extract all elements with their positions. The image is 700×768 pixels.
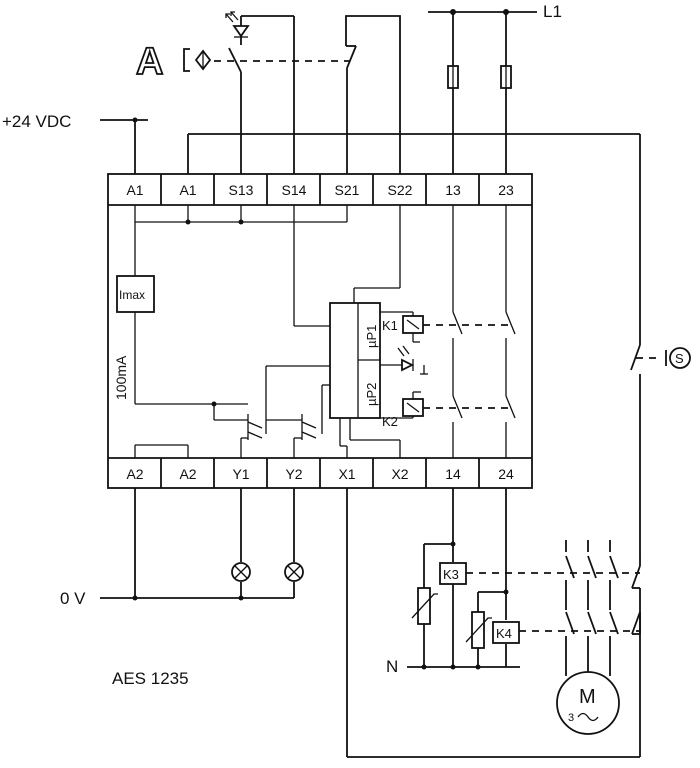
uP2-label: µP2 (364, 383, 379, 406)
terminal-bottom-x1: X1 (338, 466, 355, 482)
k3-label: K3 (443, 567, 459, 582)
terminal-bottom-x2: X2 (391, 466, 408, 482)
transistor-icon (266, 414, 317, 440)
neutral-label: N (386, 657, 398, 676)
top-terminal-dividers (160, 174, 480, 205)
line-l1-label: L1 (543, 2, 562, 21)
start-label: S (675, 351, 684, 366)
relay-coil-icon (402, 315, 424, 334)
actuator-a: A (135, 40, 350, 84)
x1-feedback-wiring (346, 488, 641, 758)
led-icon (225, 11, 250, 38)
terminal-top-s22: S22 (388, 182, 413, 198)
internal-wiring (134, 205, 428, 458)
switch-icon: S (630, 344, 691, 555)
k4-label: K4 (496, 626, 512, 641)
top-terminal-labels: A1 A1 S13 S14 S21 S22 13 23 (126, 182, 514, 198)
feedback-contacts (631, 555, 641, 635)
transistor-icon (214, 414, 263, 440)
safety-switch-s13-s14 (228, 15, 295, 174)
fuse-icon (500, 65, 512, 89)
terminal-bottom-y1: Y1 (232, 466, 249, 482)
current-limiter: Imax (116, 275, 155, 313)
varistor-icon (411, 587, 438, 625)
relay-coil-icon (492, 621, 520, 644)
terminal-bottom-a2-2: A2 (179, 466, 196, 482)
terminal-top-23: 23 (498, 182, 514, 198)
actuator-label: A (136, 41, 163, 83)
lamp-icon (231, 562, 251, 582)
contactor-main-contacts (466, 540, 640, 676)
terminal-bottom-a2-1: A2 (126, 466, 143, 482)
safety-switch-s21-s22 (345, 15, 401, 174)
terminal-top-s14: S14 (282, 182, 307, 198)
terminal-top-s21: S21 (335, 182, 360, 198)
led-icon (397, 345, 415, 372)
relay-coil-icon (402, 398, 424, 417)
varistor-icon (465, 611, 492, 649)
terminal-top-a1-2: A1 (179, 182, 196, 198)
uP1-label: µP1 (364, 325, 379, 348)
terminal-top-13: 13 (445, 182, 461, 198)
terminal-top-a1-1: A1 (126, 182, 143, 198)
motor-icon: M 3 (556, 671, 620, 735)
module-outline (107, 173, 533, 489)
k2-label: K2 (382, 414, 398, 429)
bottom-terminal-dividers (160, 458, 480, 488)
model-label: AES 1235 (112, 669, 189, 688)
motor-phase-label: 3 (568, 712, 574, 724)
zero-volt-wiring (100, 488, 295, 601)
current-limiter-label: Imax (119, 288, 145, 302)
relay-contacts (423, 205, 516, 458)
terminal-top-s13: S13 (229, 182, 254, 198)
motor-label: M (579, 686, 596, 708)
k1-label: K1 (382, 318, 398, 333)
lamp-icon (284, 562, 304, 582)
plus-24vdc-label: +24 VDC (2, 112, 71, 131)
terminal-bottom-y2: Y2 (285, 466, 302, 482)
zero-volt-label: 0 V (60, 589, 86, 608)
fuse-icon (447, 65, 459, 89)
current-value-label: 100mA (113, 355, 129, 400)
terminal-bottom-24: 24 (498, 466, 514, 482)
terminal-bottom-14: 14 (445, 466, 461, 482)
supply-wiring-top (100, 9, 641, 345)
microprocessor-block: µP1 µP2 (329, 302, 381, 419)
bottom-terminal-labels: A2 A2 Y1 Y2 X1 X2 14 24 (126, 466, 514, 482)
